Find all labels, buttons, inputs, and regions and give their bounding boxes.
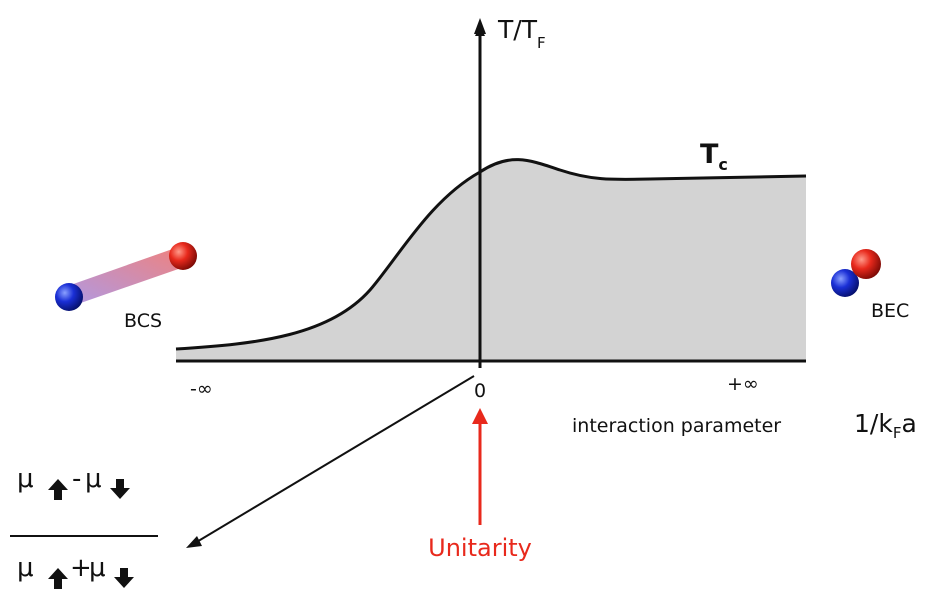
- tc-label: Tc: [700, 139, 728, 174]
- spin-down-arrow-icon: [110, 479, 130, 499]
- spin-up-arrow-icon: [48, 568, 68, 589]
- third-axis-arrowhead: [186, 536, 202, 548]
- spin-up-arrow-icon: [48, 479, 68, 500]
- unitarity-arrowhead: [472, 408, 488, 424]
- denominator-plus: +: [70, 553, 92, 583]
- y-axis-arrowhead: [474, 18, 486, 34]
- bcs-label: BCS: [124, 310, 162, 332]
- tick-zero: 0: [474, 380, 486, 402]
- spin-down-arrow-icon: [114, 568, 134, 588]
- tick-minus-infinity: -∞: [190, 378, 213, 400]
- bcs-pair-icon: [55, 242, 197, 311]
- unitarity-label: Unitarity: [428, 534, 532, 562]
- numerator-mu-down: μ: [85, 464, 102, 494]
- denominator-mu-down: μ: [89, 553, 106, 583]
- x-axis-parameter: 1/kFa: [854, 409, 917, 442]
- polarization-fraction: μ - μ μ + μ: [10, 464, 158, 589]
- tick-plus-infinity: +∞: [727, 373, 759, 395]
- bec-label: BEC: [871, 300, 909, 322]
- third-axis-line: [194, 375, 475, 544]
- numerator-minus: -: [72, 464, 81, 494]
- tc-curve: [175, 158, 807, 351]
- x-axis-caption: interaction parameter: [572, 415, 781, 437]
- y-axis-label: T/TF: [497, 15, 546, 52]
- bec-molecule-icon: [831, 249, 881, 297]
- superfluid-region: [176, 159, 806, 361]
- numerator-mu-up: μ: [17, 464, 34, 494]
- denominator-mu-up: μ: [17, 553, 34, 583]
